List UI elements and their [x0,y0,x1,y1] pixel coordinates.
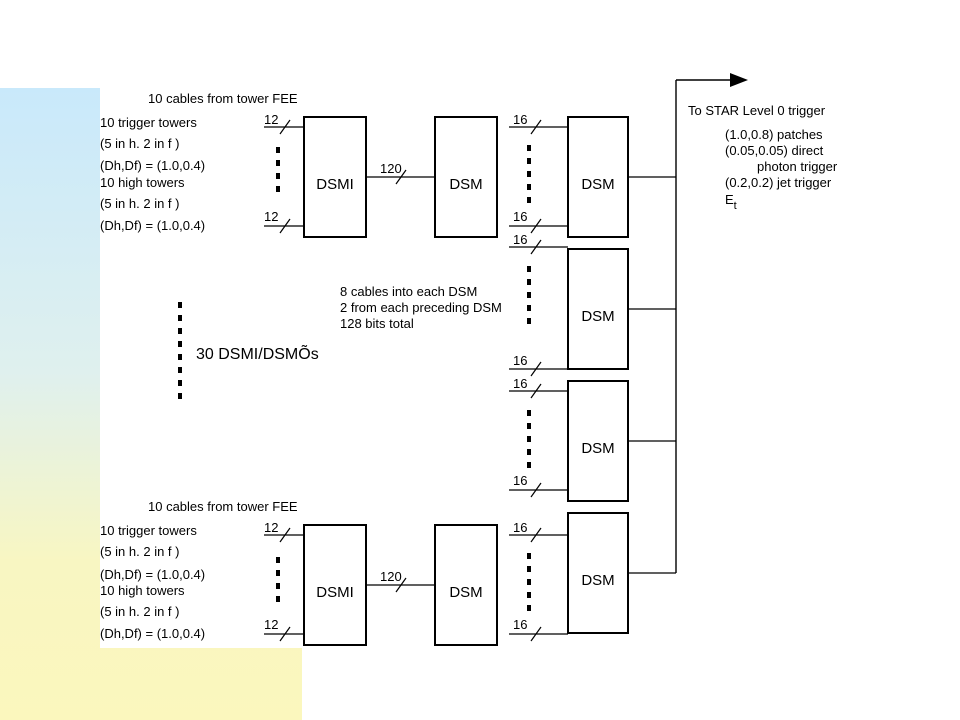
top-input-count-1: 12 [264,112,278,127]
output-item-4: (0.2,0.2) jet trigger [725,175,832,190]
bottom-group-line-2: (5 in h. 2 in f ) [100,544,179,559]
top-group-line-6: (Dh,Df) = (1.0,0.4) [100,218,205,233]
right-dsm-2-label: DSM [581,308,614,325]
top-group-line-2: (5 in h. 2 in f ) [100,136,179,151]
right-dsm-1: 16 16 DSM [509,112,676,238]
top-input-slash-2 [279,218,291,234]
top-group: 10 cables from tower FEE 10 trigger towe… [100,91,498,238]
top-dsm-label: DSM [449,176,482,193]
right-dsm-1-label: DSM [581,176,614,193]
top-input-slash-1 [279,119,291,135]
right-dsm-2: 16 16 DSM [509,232,676,377]
bottom-input-count-2: 12 [264,617,278,632]
right-dsm-4-bottom-input: 16 [513,617,527,632]
top-input-count-2: 12 [264,209,278,224]
output-et-sub: t [734,200,737,212]
output-arrow-head [730,73,748,87]
right-dsm-3-bottom-input: 16 [513,473,527,488]
output-et: Et [725,192,737,212]
right-dsm-3: 16 16 DSM [509,376,676,502]
cables-note-3: 128 bits total [340,316,414,331]
bottom-group-line-4: 10 high towers [100,583,185,598]
right-dsm-4: 16 16 DSM [509,512,676,642]
right-dsm-2-bottom-input: 16 [513,353,527,368]
cables-note-1: 8 cables into each DSM [340,284,477,299]
right-dsm-3-label: DSM [581,440,614,457]
top-group-line-4: 10 high towers [100,175,185,190]
right-dsm-4-label: DSM [581,572,614,589]
bottom-group-line-3: (Dh,Df) = (1.0,0.4) [100,567,205,582]
bottom-group-line-1: 10 trigger towers [100,523,197,538]
dsmi-count-note: 30 DSMI/DSMÕs [196,343,319,363]
right-dsm-1-bottom-input: 16 [513,209,527,224]
top-group-line-3: (Dh,Df) = (1.0,0.4) [100,158,205,173]
bottom-dsmi-label: DSMI [316,584,354,601]
top-dsmi-label: DSMI [316,176,354,193]
bottom-dsm-box [434,524,498,646]
right-dsm-1-top-input: 16 [513,112,527,127]
top-group-line-5: (5 in h. 2 in f ) [100,196,179,211]
output-item-2: (0.05,0.05) direct [725,143,824,158]
output-et-main: E [725,192,734,207]
bottom-input-count-1: 12 [264,520,278,535]
bottom-group: 10 cables from tower FEE 10 trigger towe… [100,499,498,646]
output-item-3: photon trigger [757,159,838,174]
cables-note-2: 2 from each preceding DSM [340,300,502,315]
output-title: To STAR Level 0 trigger [688,103,826,118]
top-bus-width: 120 [380,161,402,176]
top-bus-slash [395,169,407,185]
output-item-1: (1.0,0.8) patches [725,127,823,142]
bottom-input-dots [276,557,280,602]
right-dsm-4-box [567,512,629,634]
bottom-dsm-label: DSM [449,584,482,601]
right-dsm-2-box [567,248,629,370]
right-dsm-2-top-input: 16 [513,232,527,247]
right-dsm-3-top-input: 16 [513,376,527,391]
top-dsm-box [434,116,498,238]
bottom-group-line-5: (5 in h. 2 in f ) [100,604,179,619]
right-dsm-4-top-input: 16 [513,520,527,535]
bottom-bus-width: 120 [380,569,402,584]
top-group-line-1: 10 trigger towers [100,115,197,130]
bottom-group-line-6: (Dh,Df) = (1.0,0.4) [100,626,205,641]
top-group-header: 10 cables from tower FEE [148,91,298,106]
right-dsm-1-box [567,116,629,238]
top-input-dots [276,147,280,192]
bottom-group-header: 10 cables from tower FEE [148,499,298,514]
middle-dots [178,302,182,399]
